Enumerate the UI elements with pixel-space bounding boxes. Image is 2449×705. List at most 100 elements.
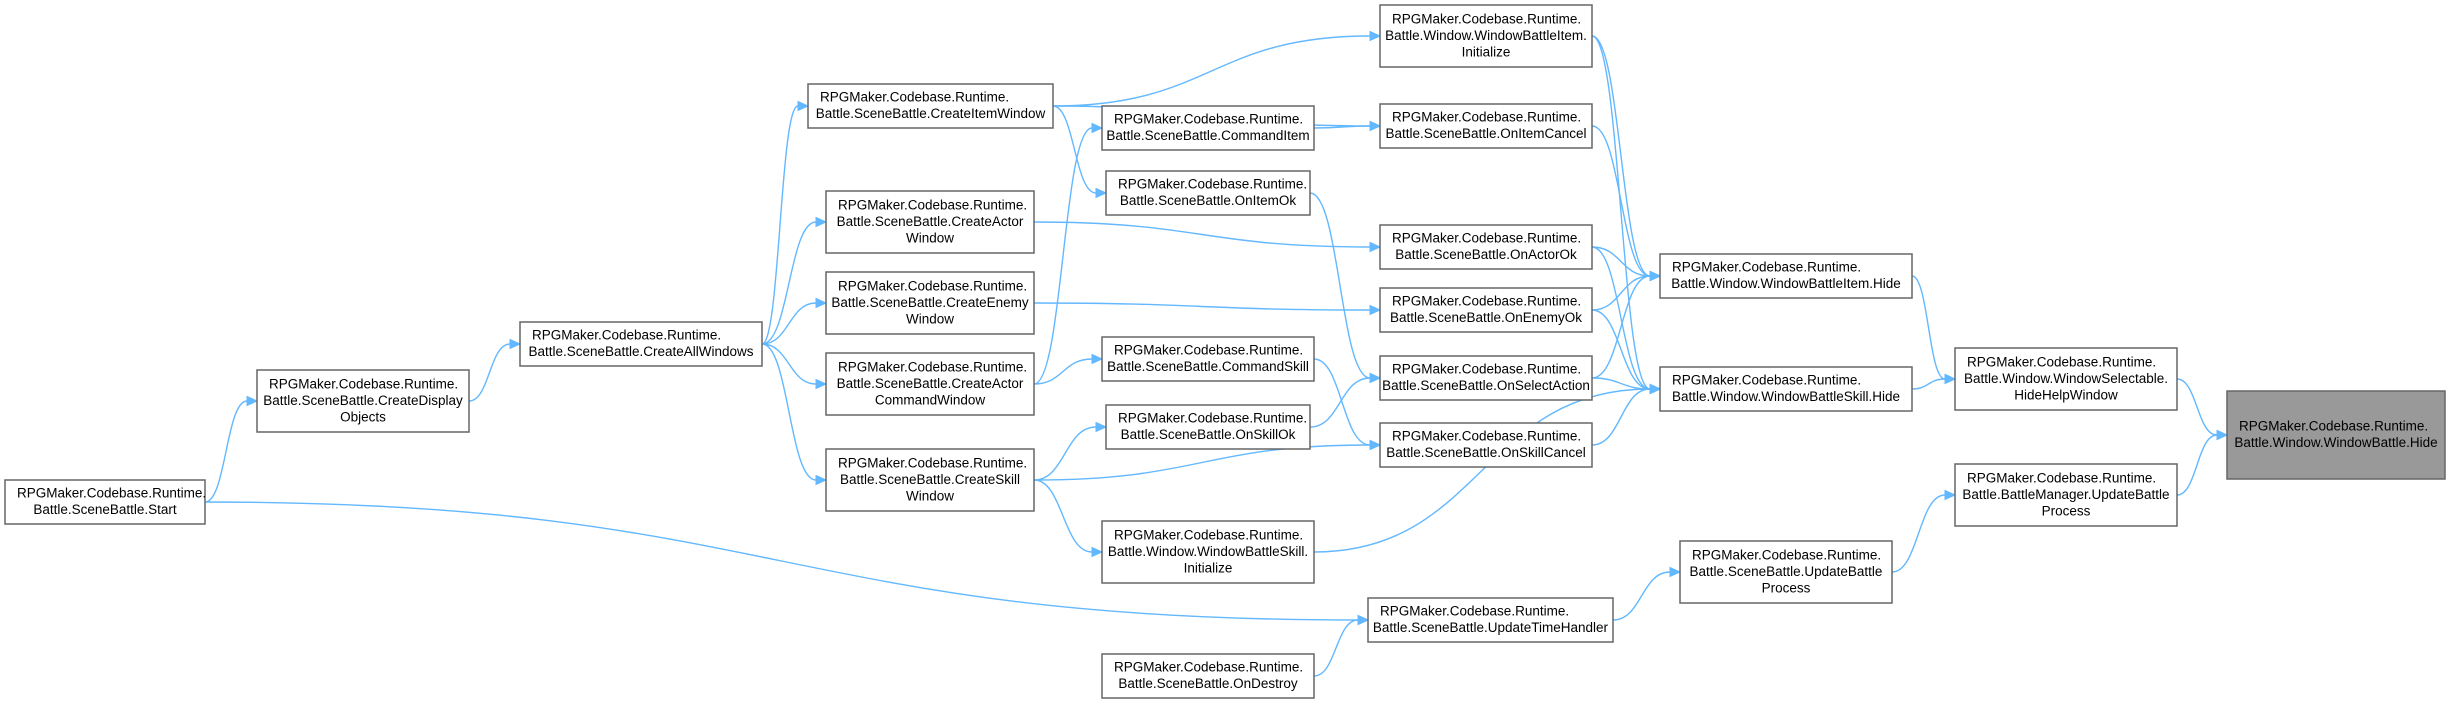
node-label-line: Battle.SceneBattle.Start bbox=[33, 502, 177, 517]
edge-arrowhead bbox=[815, 474, 828, 486]
node-label-line: Initialize bbox=[1184, 560, 1233, 575]
edge-arrowhead bbox=[815, 216, 828, 228]
graph-edge bbox=[204, 395, 259, 503]
graph-node-item-init[interactable]: RPGMaker.Codebase.Runtime.Battle.Window.… bbox=[1379, 4, 1593, 68]
edge-line bbox=[1591, 246, 1651, 277]
edge-arrowhead bbox=[1369, 439, 1382, 451]
node-box bbox=[1379, 287, 1593, 333]
graph-node-selectaction[interactable]: RPGMaker.Codebase.Runtime.Battle.SceneBa… bbox=[1379, 355, 1593, 401]
edge-arrowhead bbox=[1669, 566, 1682, 578]
node-box bbox=[1379, 224, 1593, 270]
edge-arrowhead bbox=[1369, 241, 1382, 253]
edge-line bbox=[1891, 494, 1946, 573]
graph-edge bbox=[761, 343, 828, 486]
node-label-line: Battle.SceneBattle.CreateEnemy bbox=[831, 295, 1029, 310]
graph-node-actorok[interactable]: RPGMaker.Codebase.Runtime.Battle.SceneBa… bbox=[1379, 224, 1593, 270]
node-box bbox=[1101, 653, 1315, 699]
node-label-line: Battle.SceneBattle.CommandSkill bbox=[1107, 359, 1309, 374]
graph-edge bbox=[1033, 479, 1104, 558]
node-label-line: Battle.SceneBattle.OnDestroy bbox=[1118, 676, 1298, 691]
node-label-line: RPGMaker.Codebase.Runtime. bbox=[1380, 604, 1569, 619]
edge-line bbox=[2176, 378, 2218, 436]
node-label-line: RPGMaker.Codebase.Runtime. bbox=[1118, 411, 1307, 426]
graph-node-skillok[interactable]: RPGMaker.Codebase.Runtime.Battle.SceneBa… bbox=[1105, 404, 1311, 450]
graph-edge bbox=[2176, 378, 2229, 441]
graph-edge bbox=[2176, 429, 2229, 496]
node-label-line: Battle.SceneBattle.CreateDisplay bbox=[263, 393, 463, 408]
graph-node-skill-hide[interactable]: RPGMaker.Codebase.Runtime.Battle.Window.… bbox=[1659, 366, 1913, 412]
graph-node-timehandler[interactable]: RPGMaker.Codebase.Runtime.Battle.SceneBa… bbox=[1367, 597, 1614, 643]
graph-edge bbox=[1033, 353, 1104, 385]
edge-line bbox=[468, 343, 511, 402]
node-label-line: RPGMaker.Codebase.Runtime. bbox=[1392, 110, 1581, 125]
node-label-line: Battle.Window.WindowBattleSkill.Hide bbox=[1672, 389, 1900, 404]
node-box bbox=[1954, 347, 2178, 411]
node-label-line: HideHelpWindow bbox=[2014, 387, 2118, 402]
edge-arrowhead bbox=[1091, 122, 1104, 134]
graph-node-sb-update[interactable]: RPGMaker.Codebase.Runtime.Battle.SceneBa… bbox=[1679, 540, 1893, 604]
graph-edge bbox=[1309, 372, 1382, 428]
node-box bbox=[256, 369, 470, 433]
edge-line bbox=[2176, 434, 2218, 496]
graph-edge bbox=[1591, 35, 1662, 395]
graph-edge bbox=[1313, 383, 1662, 553]
edge-line bbox=[1591, 35, 1651, 277]
edge-line bbox=[1033, 358, 1093, 385]
graph-edge bbox=[1313, 614, 1370, 677]
graph-node-itemcancel[interactable]: RPGMaker.Codebase.Runtime.Battle.SceneBa… bbox=[1379, 103, 1593, 149]
graph-node-createskillwin[interactable]: RPGMaker.Codebase.Runtime.Battle.SceneBa… bbox=[825, 448, 1035, 512]
edge-arrowhead bbox=[1095, 421, 1108, 433]
node-label-line: RPGMaker.Codebase.Runtime. bbox=[1967, 470, 2156, 485]
edge-line bbox=[1052, 105, 1097, 194]
node-box bbox=[1101, 520, 1315, 584]
graph-edge bbox=[1033, 122, 1104, 385]
graph-node-item-hide[interactable]: RPGMaker.Codebase.Runtime.Battle.Window.… bbox=[1659, 253, 1913, 299]
node-label-line: RPGMaker.Codebase.Runtime. bbox=[17, 486, 206, 501]
node-label-line: RPGMaker.Codebase.Runtime. bbox=[1672, 373, 1861, 388]
edge-line bbox=[204, 400, 248, 503]
node-box bbox=[519, 321, 763, 367]
graph-node-skillcancel[interactable]: RPGMaker.Codebase.Runtime.Battle.SceneBa… bbox=[1379, 422, 1593, 468]
edge-line bbox=[1033, 479, 1093, 553]
edge-arrowhead bbox=[1369, 30, 1382, 42]
graph-node-itemok[interactable]: RPGMaker.Codebase.Runtime.Battle.SceneBa… bbox=[1105, 170, 1311, 216]
graph-edge bbox=[1612, 566, 1682, 621]
graph-node-createactorwin[interactable]: RPGMaker.Codebase.Runtime.Battle.SceneBa… bbox=[825, 190, 1035, 254]
graph-node-skill-init[interactable]: RPGMaker.Codebase.Runtime.Battle.Window.… bbox=[1101, 520, 1315, 584]
node-label-line: RPGMaker.Codebase.Runtime. bbox=[1118, 177, 1307, 192]
edge-line bbox=[1911, 378, 1946, 390]
node-label-line: Window bbox=[906, 230, 954, 245]
graph-node-createdisplay[interactable]: RPGMaker.Codebase.Runtime.Battle.SceneBa… bbox=[256, 369, 470, 433]
graph-node-bm-update[interactable]: RPGMaker.Codebase.Runtime.Battle.BattleM… bbox=[1954, 463, 2178, 527]
graph-edge bbox=[1052, 105, 1108, 199]
graph-node-createactorcmd[interactable]: RPGMaker.Codebase.Runtime.Battle.SceneBa… bbox=[825, 352, 1035, 416]
node-label-line: RPGMaker.Codebase.Runtime. bbox=[1114, 660, 1303, 675]
node-label-line: Battle.Window.WindowBattleSkill. bbox=[1108, 544, 1308, 559]
edge-arrowhead bbox=[797, 100, 810, 112]
graph-edge bbox=[468, 338, 522, 402]
edge-arrowhead bbox=[1649, 270, 1662, 282]
node-box bbox=[825, 448, 1035, 512]
node-box bbox=[1379, 103, 1593, 149]
graph-node-cmdskill[interactable]: RPGMaker.Codebase.Runtime.Battle.SceneBa… bbox=[1101, 336, 1315, 382]
graph-node-start[interactable]: RPGMaker.Codebase.Runtime.Battle.SceneBa… bbox=[4, 479, 206, 525]
node-box bbox=[1659, 366, 1913, 412]
graph-node-cmditem[interactable]: RPGMaker.Codebase.Runtime.Battle.SceneBa… bbox=[1101, 105, 1315, 151]
graph-edge bbox=[1052, 30, 1382, 107]
graph-node-enemyok[interactable]: RPGMaker.Codebase.Runtime.Battle.SceneBa… bbox=[1379, 287, 1593, 333]
edge-line bbox=[1309, 192, 1371, 379]
node-label-line: Battle.SceneBattle.CreateActor bbox=[837, 214, 1024, 229]
graph-node-hidehelp[interactable]: RPGMaker.Codebase.Runtime.Battle.Window.… bbox=[1954, 347, 2178, 411]
graph-node-createenemywin[interactable]: RPGMaker.Codebase.Runtime.Battle.SceneBa… bbox=[825, 271, 1035, 335]
graph-edge bbox=[1591, 125, 1662, 282]
graph-node-hide-main[interactable]: RPGMaker.Codebase.Runtime.Battle.Window.… bbox=[2226, 390, 2446, 480]
edge-arrowhead bbox=[1369, 372, 1382, 384]
node-box bbox=[1101, 105, 1315, 151]
graph-node-createall[interactable]: RPGMaker.Codebase.Runtime.Battle.SceneBa… bbox=[519, 321, 763, 367]
node-label-line: Battle.SceneBattle.CreateSkill bbox=[840, 472, 1020, 487]
node-label-line: Battle.SceneBattle.OnSkillCancel bbox=[1386, 445, 1586, 460]
node-box bbox=[807, 83, 1054, 129]
node-label-line: Battle.SceneBattle.OnItemCancel bbox=[1385, 126, 1586, 141]
graph-node-ondestroy[interactable]: RPGMaker.Codebase.Runtime.Battle.SceneBa… bbox=[1101, 653, 1315, 699]
graph-node-createitemwin[interactable]: RPGMaker.Codebase.Runtime.Battle.SceneBa… bbox=[807, 83, 1054, 129]
